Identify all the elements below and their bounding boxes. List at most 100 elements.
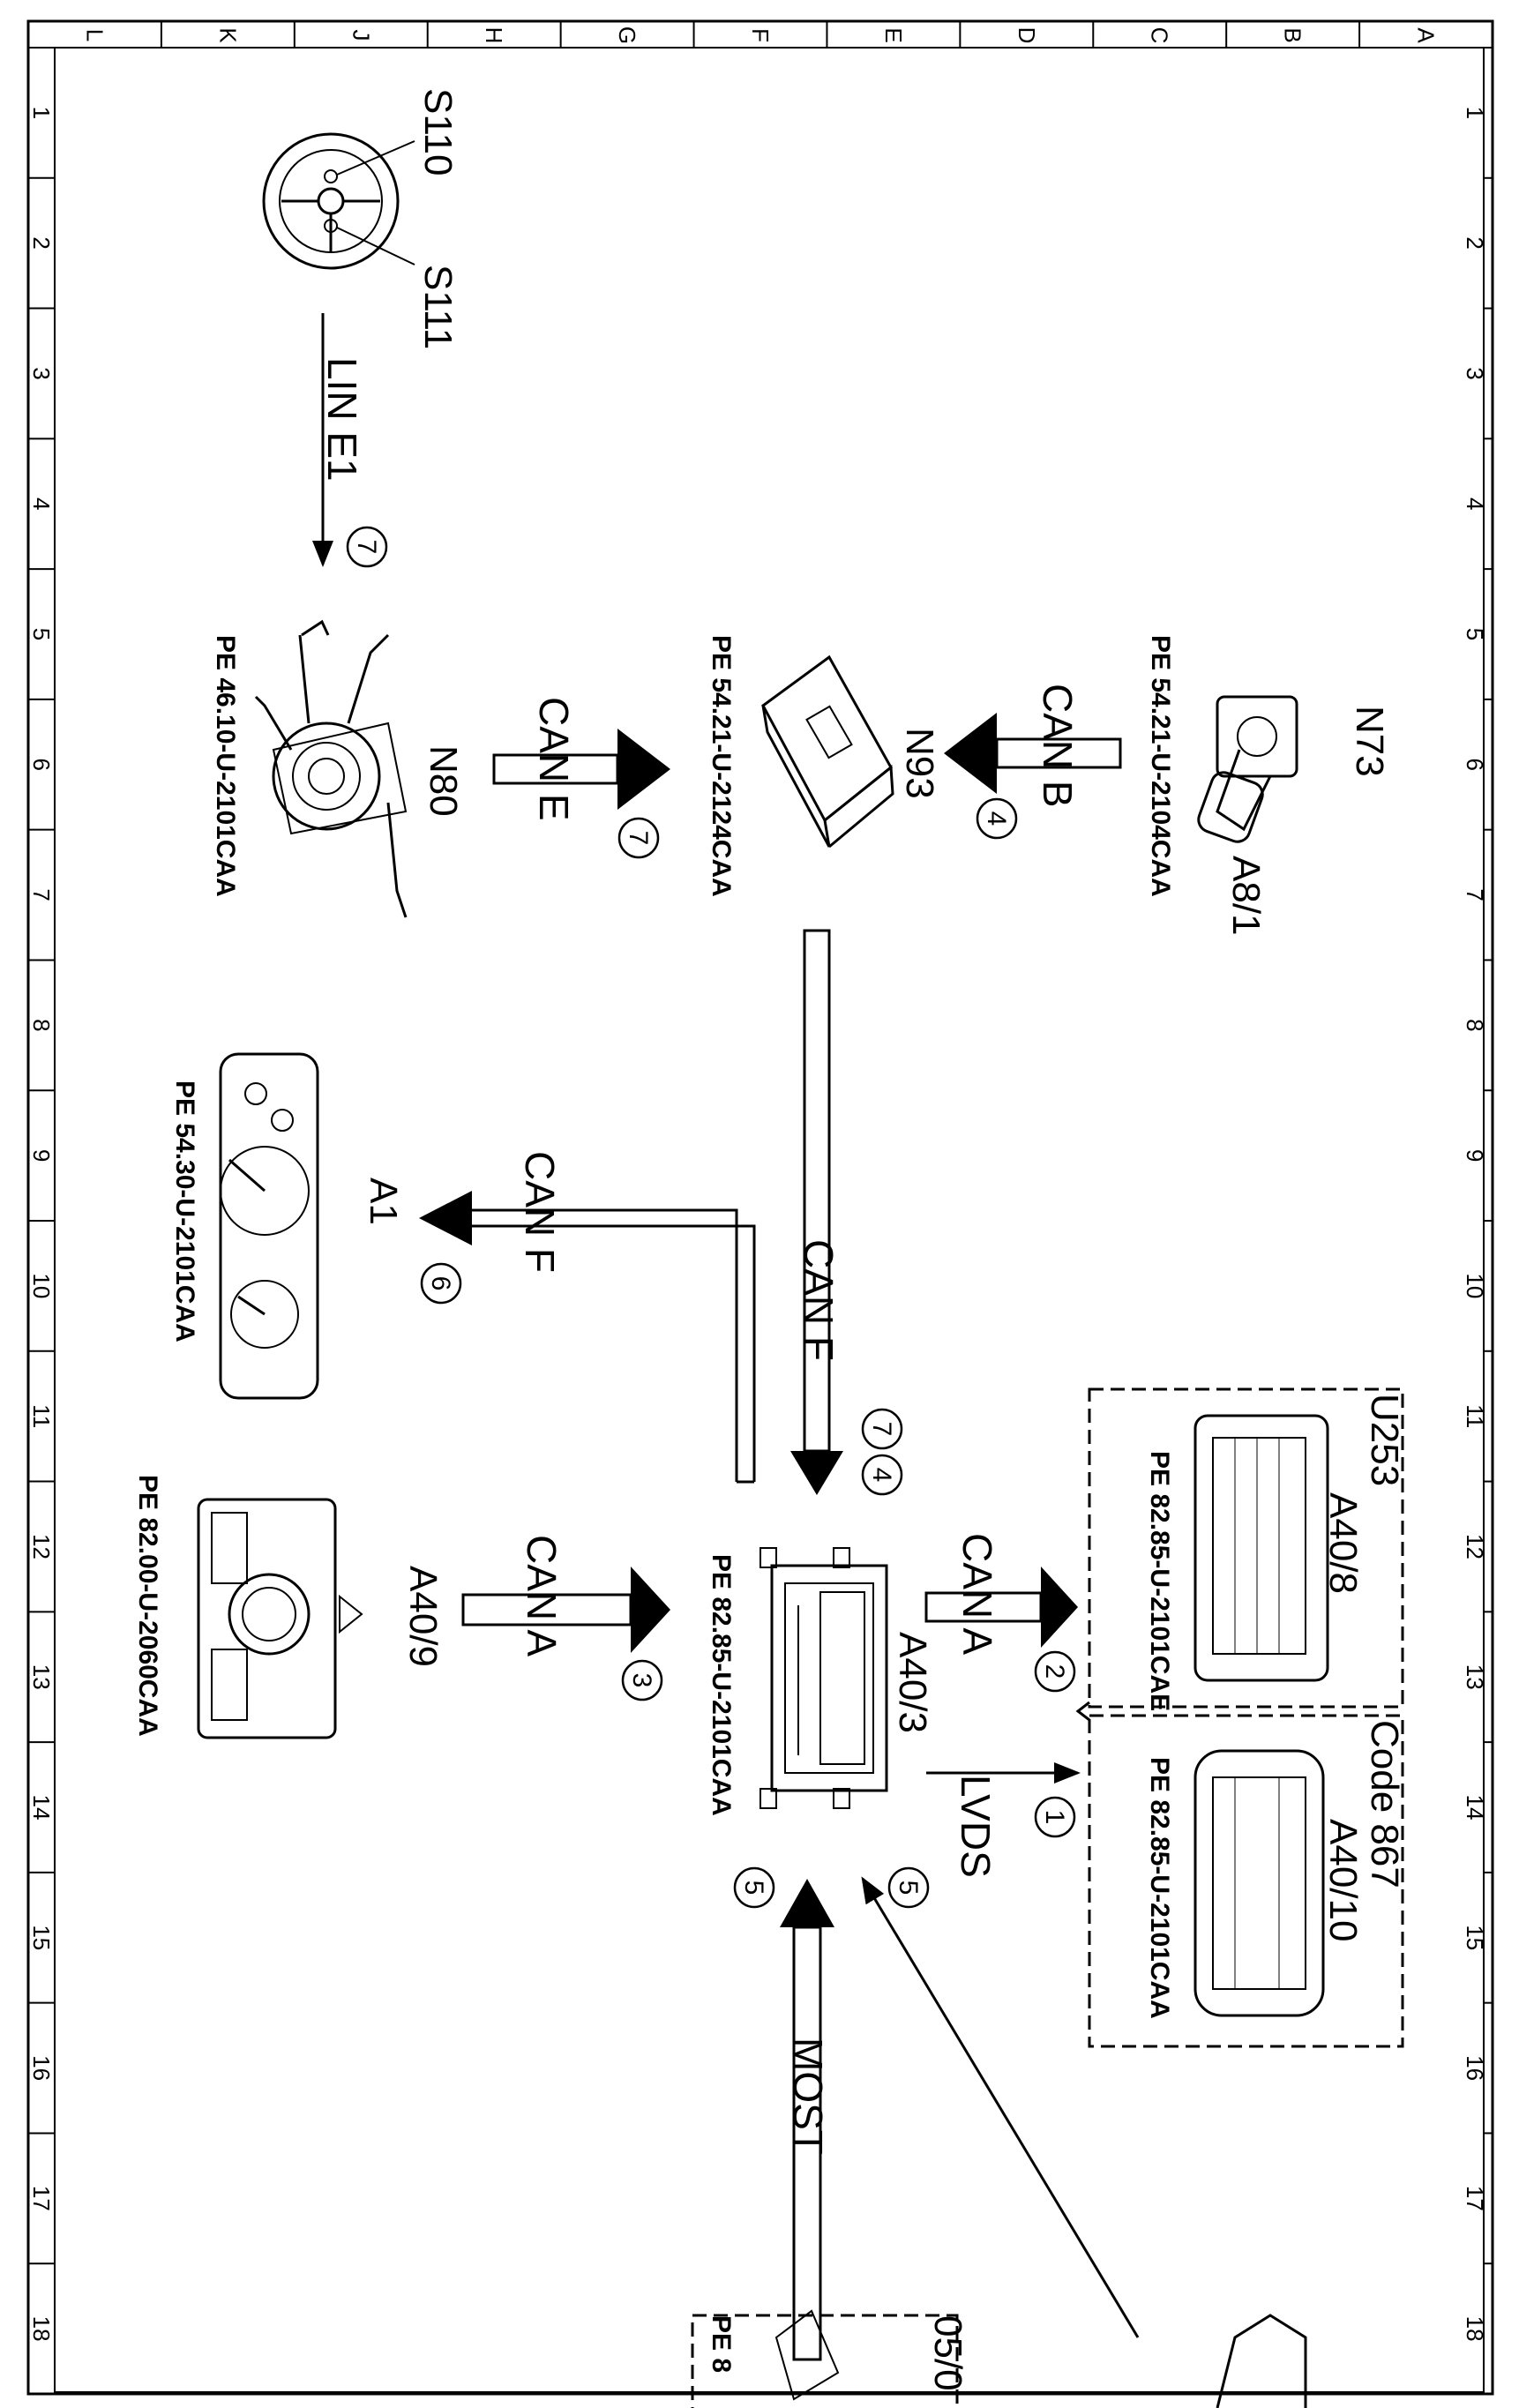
- partial-component-right-icon: [1216, 2314, 1307, 2408]
- column-tick-marks: [27, 21, 1493, 48]
- marker-2-can-a: 2: [1034, 1650, 1076, 1693]
- svg-text:3: 3: [627, 1673, 656, 1688]
- row-label-right: 12: [1462, 1534, 1488, 1559]
- can-a-bus-left: [461, 1567, 670, 1653]
- column-label: A: [1413, 27, 1440, 43]
- marker-6-can-f: 6: [420, 1262, 462, 1305]
- display-a40-10-icon: [1194, 1749, 1325, 2017]
- row-label-left: 8: [28, 1019, 55, 1031]
- can-e-bus: [492, 729, 670, 810]
- column-label: F: [747, 28, 774, 42]
- label-a1: A1: [362, 1178, 405, 1225]
- row-label-right: 16: [1462, 2055, 1488, 2081]
- marker-5-right: 5: [887, 1866, 930, 1909]
- row-label-left: 4: [28, 497, 55, 510]
- column-label: K: [214, 27, 241, 43]
- control-panel-icon: [197, 1498, 363, 1739]
- label-u253: U253: [1363, 1394, 1406, 1486]
- svg-text:7: 7: [867, 1422, 896, 1437]
- label-a40-8: A40/8: [1321, 1492, 1365, 1594]
- row-label-right: 7: [1462, 888, 1488, 901]
- label-a8-1: A8/1: [1224, 856, 1268, 936]
- row-label-right: 8: [1462, 1019, 1488, 1031]
- label-can-f-vertical: CAN F: [796, 1239, 842, 1361]
- row-label-left: 7: [28, 888, 55, 901]
- circled-markers: 7 7 4 6 7 4 3 2 1 5 5: [346, 526, 1076, 1909]
- ref-n80: PE 46.10-U-2101CAA: [211, 635, 240, 897]
- row-label-left: 3: [28, 367, 55, 379]
- ref-bottom-partial: PE 8: [707, 2315, 736, 2373]
- label-most: MOST: [785, 2038, 831, 2155]
- svg-text:5: 5: [739, 1881, 768, 1896]
- row-label-left: 18: [28, 2316, 55, 2342]
- column-label: E: [880, 27, 907, 42]
- row-label-left: 14: [28, 1795, 55, 1821]
- row-label-left: 12: [28, 1534, 55, 1559]
- label-n93: N93: [898, 728, 941, 799]
- label-bottom-arrow: 05/0: [926, 2315, 969, 2391]
- label-can-b: CAN B: [1035, 684, 1081, 808]
- row-label-right: 17: [1462, 2186, 1488, 2211]
- row-label-left: 6: [28, 759, 55, 771]
- row-label-right: 10: [1462, 1273, 1488, 1298]
- ref-a40-9: PE 82.00-U-2060CAA: [133, 1475, 162, 1737]
- svg-text:1: 1: [1040, 1810, 1069, 1825]
- component-drawings: [197, 132, 1329, 2408]
- marker-7-lin: 7: [346, 526, 388, 568]
- row-label-right: 14: [1462, 1795, 1488, 1821]
- row-label-right: 13: [1462, 1664, 1488, 1690]
- column-label: D: [1014, 27, 1040, 44]
- svg-text:4: 4: [982, 811, 1011, 826]
- row-label-left: 1: [28, 107, 55, 119]
- svg-text:4: 4: [867, 1468, 896, 1483]
- u253-group-box: [1088, 1387, 1404, 1709]
- row-label-right: 15: [1462, 1925, 1488, 1950]
- row-label-left: 5: [28, 628, 55, 640]
- row-label-right: 9: [1462, 1149, 1488, 1162]
- row-label-right: 3: [1462, 367, 1488, 379]
- label-a40-10: A40/10: [1321, 1819, 1365, 1941]
- label-n80: N80: [422, 745, 465, 817]
- steering-wheel-icon: [262, 132, 415, 270]
- can-f-bus-to-a1: [419, 1191, 756, 1484]
- marker-1-lvds: 1: [1034, 1796, 1076, 1838]
- row-label-left: 9: [28, 1149, 55, 1162]
- row-label-right: 5: [1462, 628, 1488, 640]
- ref-n73: PE 54.21-U-2104CAA: [1146, 635, 1175, 897]
- ref-a40-3: PE 82.85-U-2101CAA: [707, 1554, 736, 1816]
- svg-text:6: 6: [426, 1276, 455, 1291]
- svg-text:7: 7: [352, 540, 381, 555]
- column-label: C: [1147, 27, 1173, 44]
- ref-n93: PE 54.21-U-2124CAA: [707, 635, 736, 897]
- can-f-bus-vertical: [790, 929, 843, 1495]
- can-b-bus: [944, 713, 1122, 794]
- can-a-bus-right: [924, 1567, 1078, 1648]
- column-label: L: [81, 29, 108, 41]
- marker-3-can-a: 3: [621, 1659, 663, 1701]
- marker-4-can-f: 4: [861, 1454, 903, 1496]
- label-lvds: LVDS: [953, 1775, 999, 1878]
- svg-text:7: 7: [624, 831, 653, 846]
- column-label: J: [348, 30, 374, 41]
- marker-7-can-e: 7: [617, 817, 660, 859]
- diagonal-arrow: [861, 1876, 1140, 2338]
- column-label: B: [1280, 27, 1306, 42]
- instrument-cluster-icon: [219, 1052, 319, 1400]
- label-code-867: Code 867: [1363, 1720, 1406, 1888]
- row-tick-marks: [28, 47, 1493, 2395]
- marker-7-can-f: 7: [861, 1408, 903, 1450]
- ref-a40-10: PE 82.85-U-2101CAA: [1145, 1757, 1174, 2019]
- ref-a1: PE 54.30-U-2101CAA: [170, 1081, 199, 1342]
- row-label-left: 15: [28, 1925, 55, 1950]
- row-label-left: 10: [28, 1273, 55, 1298]
- ignition-switch-icon: [1197, 695, 1298, 843]
- label-can-f-to-a1: CAN F: [517, 1151, 563, 1273]
- row-label-left: 17: [28, 2186, 55, 2211]
- n93-module-icon: [761, 654, 894, 849]
